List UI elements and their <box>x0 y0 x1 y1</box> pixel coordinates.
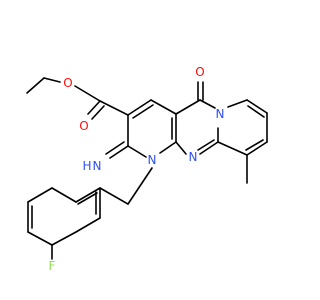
carbonyl-oxygen-label: O <box>79 119 88 133</box>
fluorine-label: F <box>49 259 56 273</box>
ring-nitrogen-middle-label: N <box>189 150 198 164</box>
ring-nitrogen-right-label: N <box>216 107 225 121</box>
structure-canvas: O O O N H N N N F <box>26 65 268 273</box>
atom-labels: O O O N H N N N F <box>49 65 225 273</box>
fluorobenzyl-group <box>27 167 153 260</box>
molecule-structure: O O O N H N N N F <box>26 65 268 273</box>
ketone-oxygen-label: O <box>195 65 204 79</box>
ethyl-group <box>26 77 61 94</box>
right-ring <box>217 99 268 184</box>
middle-ring <box>175 81 219 155</box>
ring-nitrogen-left-label: N <box>148 153 157 167</box>
ester-group <box>74 85 129 120</box>
left-ring <box>105 99 177 159</box>
imine-nitrogen-label: N <box>93 159 102 173</box>
imine-hydrogen-label: H <box>82 159 91 173</box>
ester-oxygen-label: O <box>63 76 72 90</box>
